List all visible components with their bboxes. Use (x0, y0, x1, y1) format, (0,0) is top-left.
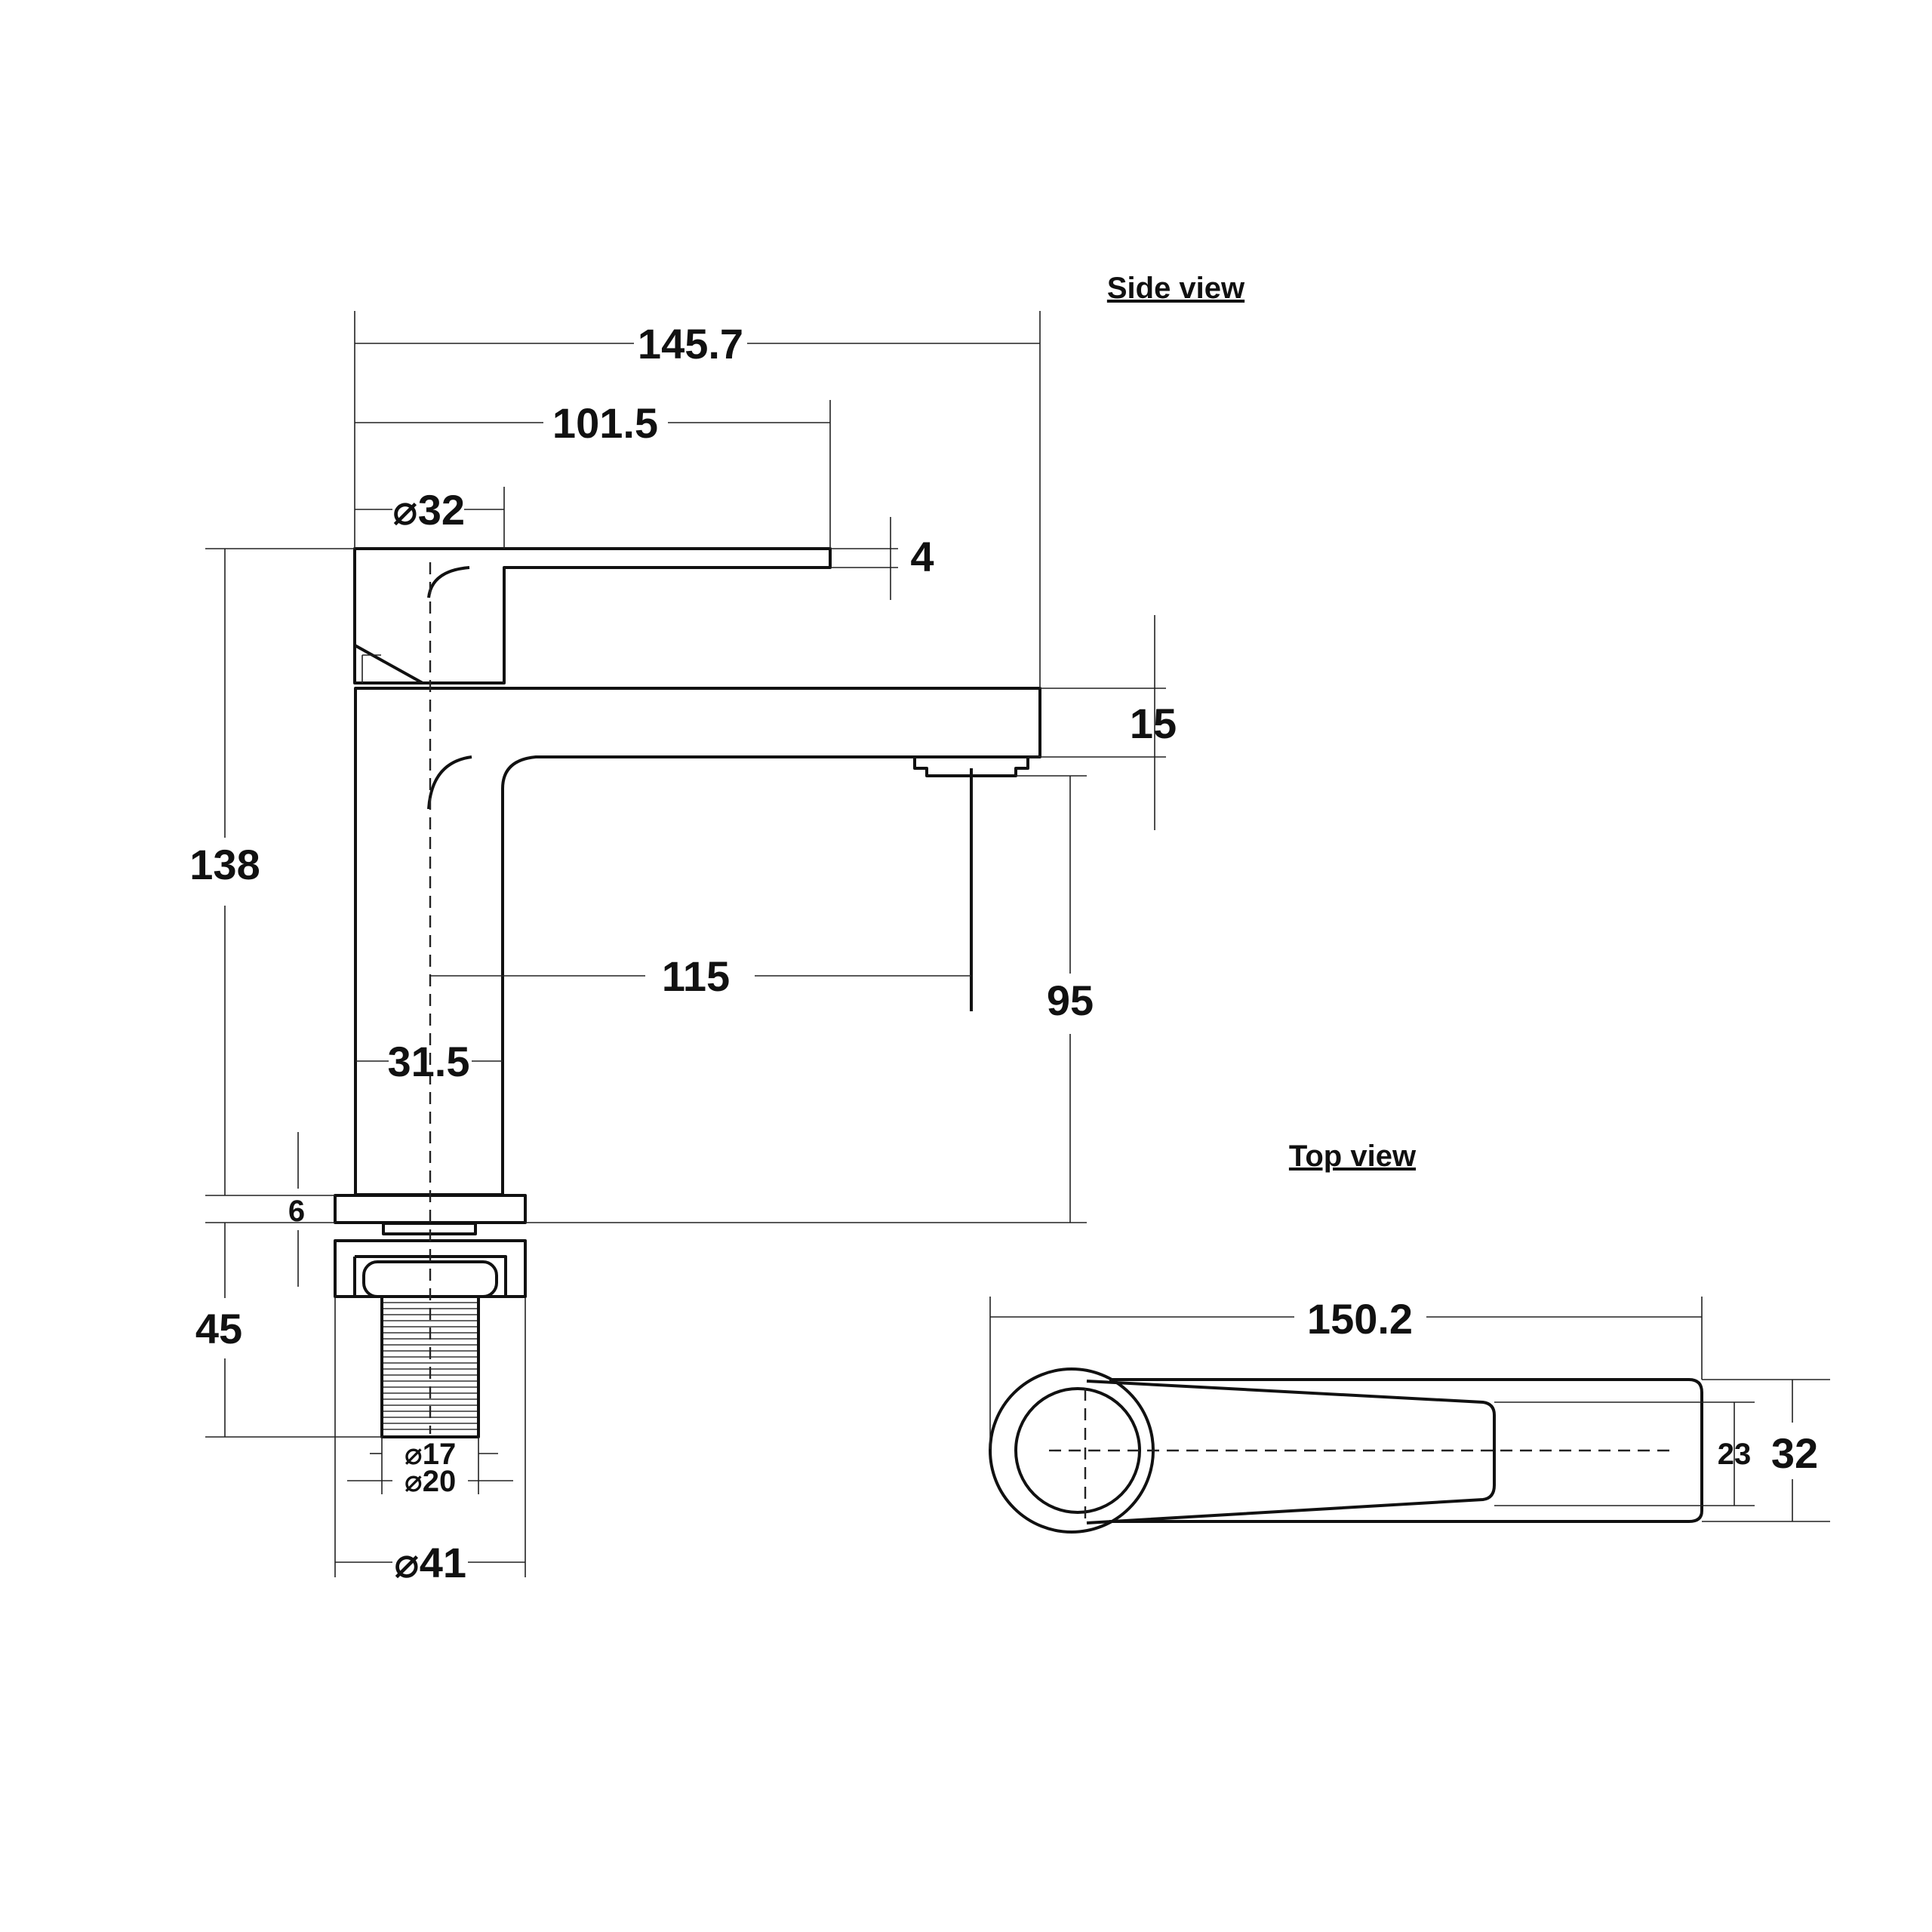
dim-thread-outer: ⌀20 (405, 1465, 457, 1498)
handle-wedge (354, 644, 423, 685)
side-view-tap (334, 547, 1041, 1438)
dim-spout-reach: 115 (662, 952, 730, 1000)
fixing-nut-inner (353, 1255, 507, 1297)
dim-handle-thickness: 4 (910, 533, 934, 580)
side-view-dimensions: 145.7 101.5 ⌀32 4 15 138 115 (189, 311, 1177, 1586)
dim-handle-length: 101.5 (552, 399, 658, 447)
dim-spout-height: 95 (1047, 977, 1094, 1024)
dim-body-width: 31.5 (388, 1038, 470, 1085)
body-curve (427, 755, 472, 810)
dim-top-length: 150.2 (1307, 1295, 1413, 1343)
dim-spout-thickness: 15 (1130, 700, 1177, 747)
dim-handle-diameter: ⌀32 (392, 486, 465, 534)
dim-base-diameter: ⌀41 (394, 1539, 466, 1586)
dim-overall-height: 138 (189, 841, 260, 888)
body-spout-outline (354, 687, 1041, 1196)
handle-outline (353, 547, 832, 685)
handle-curve (427, 566, 470, 598)
top-handle-lever (1086, 1380, 1496, 1524)
handle-wedge-inner (361, 654, 381, 683)
fixing-nut (334, 1239, 527, 1298)
dim-thread-inner: ⌀17 (405, 1438, 457, 1471)
dim-overall-length: 145.7 (638, 320, 743, 368)
top-spout (1109, 1378, 1703, 1523)
side-view-title: Side view (1107, 272, 1245, 305)
dim-shank-length: 45 (195, 1305, 242, 1352)
dim-base-height: 6 (288, 1195, 305, 1228)
dim-top-inner-width: 23 (1718, 1438, 1752, 1471)
top-view-title: Top view (1289, 1140, 1417, 1173)
top-view-tap (989, 1367, 1703, 1534)
dim-top-width: 32 (1771, 1429, 1818, 1477)
top-view-dimensions: 150.2 23 32 (989, 1295, 1830, 1522)
